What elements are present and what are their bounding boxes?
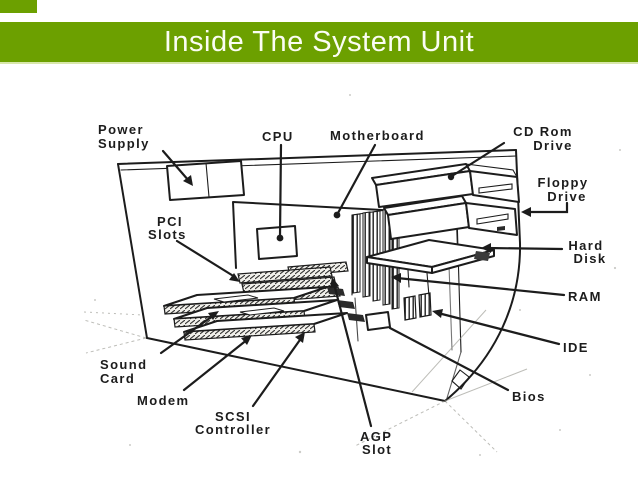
label-floppy-1: Floppy bbox=[537, 175, 588, 190]
pointer-ide bbox=[432, 309, 561, 346]
floppy-drive-shape bbox=[383, 195, 518, 240]
power-supply-box bbox=[166, 160, 245, 201]
expansion-cards bbox=[163, 286, 365, 341]
label-hard-disk-1: Hard bbox=[568, 238, 603, 253]
label-modem: Modem bbox=[137, 393, 190, 408]
slide-title: Inside The System Unit bbox=[163, 26, 475, 58]
pointer-hard-disk bbox=[481, 243, 564, 253]
pointer-bios bbox=[388, 326, 510, 392]
label-scsi-1: SCSI bbox=[215, 409, 251, 424]
label-ram: RAM bbox=[568, 289, 602, 304]
corner-accent-bar bbox=[0, 0, 37, 13]
label-scsi-2: Controller bbox=[195, 422, 271, 437]
label-sound-card-1: Sound bbox=[100, 357, 147, 372]
ide-chips bbox=[403, 292, 432, 321]
pointer-scsi bbox=[251, 332, 305, 408]
label-hard-disk-2: Disk bbox=[573, 251, 606, 266]
label-motherboard: Motherboard bbox=[330, 128, 425, 143]
cpu-chip bbox=[256, 225, 298, 260]
label-agp-1: AGP bbox=[360, 429, 392, 444]
pointer-motherboard bbox=[333, 143, 377, 219]
bios-chip bbox=[365, 311, 391, 331]
labels: Power Supply CPU Motherboard CD Rom Driv… bbox=[98, 122, 606, 457]
title-banner: Inside The System Unit bbox=[0, 22, 638, 64]
sketch-guides bbox=[83, 309, 528, 453]
label-bios: Bios bbox=[512, 389, 546, 404]
cdrom-drive-shape bbox=[371, 163, 520, 208]
pointer-cd-rom bbox=[447, 141, 506, 181]
label-cd-rom-2: Drive bbox=[533, 138, 573, 153]
scan-speckles bbox=[94, 94, 621, 456]
hard-disk-shape bbox=[366, 239, 495, 297]
label-power-supply-1: Power bbox=[98, 122, 144, 137]
pointer-sound-card bbox=[159, 311, 219, 355]
label-cd-rom-1: CD Rom bbox=[513, 124, 573, 139]
pointer-pci-slots bbox=[175, 239, 240, 282]
label-floppy-2: Drive bbox=[547, 189, 587, 204]
label-sound-card-2: Card bbox=[100, 371, 135, 386]
label-ide: IDE bbox=[563, 340, 589, 355]
label-power-supply-2: Supply bbox=[98, 136, 150, 151]
pointer-cpu bbox=[276, 143, 284, 242]
label-cpu: CPU bbox=[262, 129, 294, 144]
label-pci-slots-2: Slots bbox=[148, 227, 187, 242]
label-pci-slots-1: PCI bbox=[157, 214, 183, 229]
pointer-floppy bbox=[521, 201, 569, 217]
pointer-modem bbox=[182, 335, 252, 392]
pointer-power-supply bbox=[161, 149, 193, 186]
pointer-agp bbox=[330, 277, 373, 428]
case-diamond bbox=[451, 369, 470, 390]
pointer-ram bbox=[391, 273, 566, 297]
label-agp-2: Slot bbox=[362, 442, 392, 457]
